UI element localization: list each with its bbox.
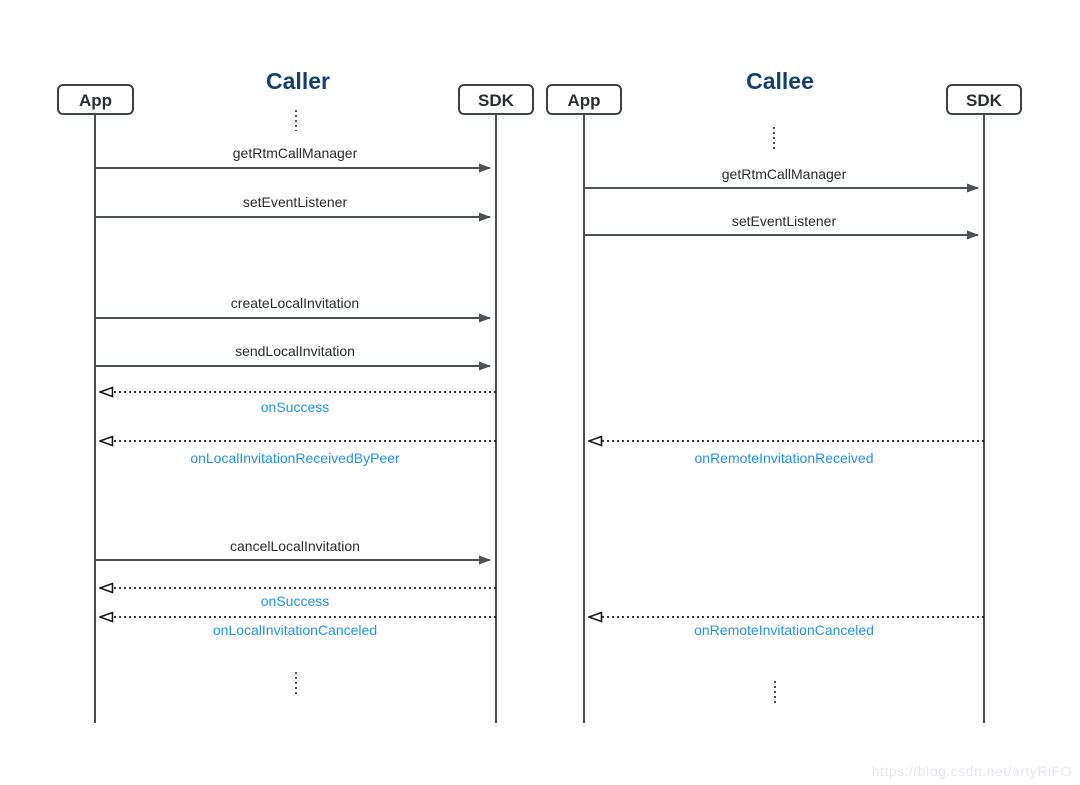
- callback-label: onLocalInvitationReceivedByPeer: [190, 450, 400, 466]
- message-label: createLocalInvitation: [231, 295, 359, 311]
- caller-participant-sdk: SDK: [458, 84, 534, 115]
- message-label: getRtmCallManager: [722, 166, 847, 182]
- callback-label: onRemoteInvitationReceived: [695, 450, 874, 466]
- message-label: setEventListener: [243, 194, 348, 210]
- caller-message-createLocalInvitation: createLocalInvitation: [96, 295, 491, 323]
- callee-title: Callee: [746, 68, 814, 94]
- callback-label: onLocalInvitationCanceled: [213, 622, 377, 638]
- caller-participant-app: App: [57, 84, 134, 115]
- callback-label: onSuccess: [261, 593, 329, 609]
- caller-callback-onSuccess-1: onSuccess: [101, 392, 496, 415]
- caller-title: Caller: [266, 68, 330, 94]
- caller-callback-onLocalInvitationCanceled: onLocalInvitationCanceled: [101, 617, 496, 638]
- message-label: sendLocalInvitation: [235, 343, 355, 359]
- callee-callback-onRemoteInvitationReceived: onRemoteInvitationReceived: [590, 441, 984, 466]
- caller-message-sendLocalInvitation: sendLocalInvitation: [96, 343, 491, 371]
- callee-app-label: App: [567, 91, 600, 110]
- callee-message-getRtmCallManager: getRtmCallManager: [585, 166, 979, 193]
- callback-label: onRemoteInvitationCanceled: [694, 622, 874, 638]
- callee-participant-app: App: [546, 84, 622, 115]
- caller-diagram: Caller App SDK getRtmCallManager: [57, 68, 534, 723]
- callee-participant-sdk: SDK: [946, 84, 1022, 115]
- caller-sdk-label: SDK: [478, 91, 515, 110]
- message-label: setEventListener: [732, 213, 837, 229]
- message-label: cancelLocalInvitation: [230, 538, 360, 554]
- watermark-text: https://blog.csdn.net/artyRiFO: [872, 763, 1072, 779]
- callee-sdk-label: SDK: [966, 91, 1003, 110]
- caller-message-setEventListener: setEventListener: [96, 194, 491, 222]
- caller-callback-onSuccess-2: onSuccess: [101, 588, 496, 609]
- callee-callback-onRemoteInvitationCanceled: onRemoteInvitationCanceled: [590, 617, 984, 638]
- callee-diagram: Callee App SDK getRtmCallManager: [546, 68, 1022, 723]
- callback-label: onSuccess: [261, 399, 329, 415]
- caller-callback-onLocalInvitationReceivedByPeer: onLocalInvitationReceivedByPeer: [101, 441, 496, 466]
- caller-message-cancelLocalInvitation: cancelLocalInvitation: [96, 538, 491, 565]
- message-label: getRtmCallManager: [233, 145, 358, 161]
- caller-app-label: App: [79, 91, 112, 110]
- caller-message-getRtmCallManager: getRtmCallManager: [96, 145, 491, 173]
- callee-message-setEventListener: setEventListener: [585, 213, 979, 240]
